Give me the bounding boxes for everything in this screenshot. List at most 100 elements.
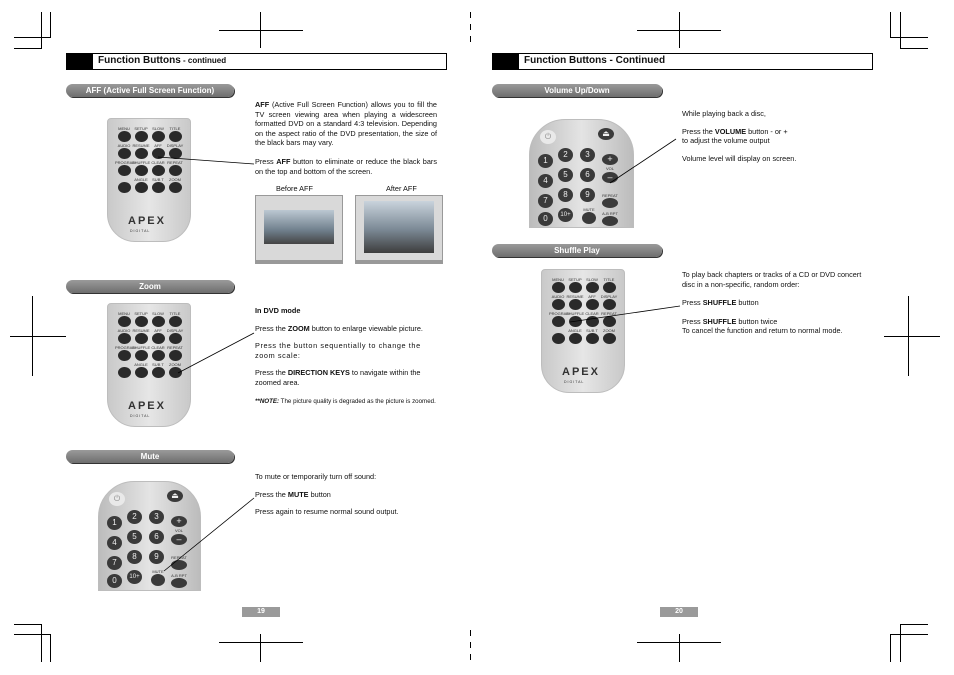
tv-before-aff-image [255, 195, 343, 264]
remote-button-label: ANGLE [568, 328, 582, 333]
remote-number-button: 4 [538, 174, 553, 188]
mute-button [151, 574, 165, 586]
remote-button-label: ZOOM [169, 177, 181, 182]
remote-number-button: 3 [580, 148, 595, 162]
remote-button [152, 165, 165, 176]
remote-button [569, 282, 582, 293]
remote-number-button: 6 [149, 530, 164, 544]
mute-pointer-line [163, 497, 255, 572]
mute-label: MUTE [152, 569, 164, 574]
repeat-label: REPEAT [171, 555, 187, 560]
eject-button-icon: ⏏ [167, 490, 183, 502]
remote-button [152, 131, 165, 142]
header-block [67, 54, 93, 69]
remote-button-label: PROGRAM [115, 345, 136, 350]
remote-button [135, 316, 148, 327]
remote-button-label: RESUME [566, 294, 584, 299]
remote-button [118, 316, 131, 327]
remote-number-button: 10+ [127, 570, 142, 584]
remote-button [135, 165, 148, 176]
remote-button-label: SUB T [152, 177, 164, 182]
ab-rpt-label: A-B RPT [171, 573, 187, 578]
header-title: Function Buttons - Continued [524, 55, 666, 66]
remote-button [169, 131, 182, 142]
apex-logo: APEX [128, 400, 166, 412]
remote-button [135, 333, 148, 344]
power-button-icon: ⏻ [109, 492, 125, 506]
remote-button [135, 182, 148, 193]
remote-button [152, 316, 165, 327]
remote-button-label: TITLE [169, 126, 181, 131]
remote-button-label: SUB T [586, 328, 598, 333]
remote-button-label: SHUFFLE [132, 160, 151, 165]
left-page-header: Function Buttons - continued [66, 53, 447, 70]
apex-logo-subtext: DIGITAL [130, 414, 151, 418]
volume-up-button-icon: + [171, 516, 187, 527]
remote-button [169, 333, 182, 344]
ab-rpt-button [171, 578, 187, 588]
eject-button-icon: ⏏ [598, 128, 614, 140]
mute-button [582, 212, 596, 224]
remote-button-label: ANGLE [134, 362, 148, 367]
remote-button [603, 333, 616, 344]
remote-button [586, 316, 599, 327]
vol-label: VOL [174, 528, 183, 533]
before-aff-label: Before AFF [276, 184, 313, 193]
remote-button [152, 148, 165, 159]
remote-button-label: MENU [118, 311, 130, 316]
remote-button [169, 182, 182, 193]
remote-number-button: 9 [149, 550, 164, 564]
remote-button-label: TITLE [169, 311, 181, 316]
ab-rpt-button [602, 216, 618, 226]
remote-button-label: TITLE [603, 277, 615, 282]
remote-button [118, 131, 131, 142]
remote-button [569, 299, 582, 310]
remote-button-label: RESUME [132, 328, 150, 333]
apex-logo: APEX [562, 366, 600, 378]
remote-button-label: AUDIO [117, 143, 131, 148]
remote-button [586, 299, 599, 310]
remote-button [603, 316, 616, 327]
remote-number-button: 6 [580, 168, 595, 182]
remote-button-label: SETUP [134, 126, 148, 131]
remote-button [152, 182, 165, 193]
remote-button [118, 165, 131, 176]
remote-button-label: PROGRAM [549, 311, 570, 316]
apex-logo-subtext: DIGITAL [564, 380, 585, 384]
remote-button [603, 282, 616, 293]
remote-number-button: 2 [558, 148, 573, 162]
power-button-icon: ⏻ [540, 130, 556, 144]
remote-button [552, 316, 565, 327]
apex-logo-subtext: DIGITAL [130, 229, 151, 233]
remote-button [118, 367, 131, 378]
remote-button-label: SHUFFLE [132, 345, 151, 350]
volume-pointer-line [609, 138, 677, 184]
remote-number-button: 5 [127, 530, 142, 544]
remote-button-label: SETUP [568, 277, 582, 282]
remote-number-button: 9 [580, 188, 595, 202]
ab-rpt-label: A-B RPT [602, 211, 618, 216]
remote-button [135, 367, 148, 378]
remote-button-label: SUB T [152, 362, 164, 367]
shuffle-pointer-line [569, 305, 681, 323]
remote-button-label: MENU [118, 126, 130, 131]
aff-pointer-line [157, 156, 255, 165]
page-number-right: 20 [660, 607, 698, 617]
remote-button-label: REPEAT [167, 345, 183, 350]
remote-button-label: CLEAR [585, 311, 599, 316]
remote-button [603, 299, 616, 310]
remote-button-label: DISPLAY [600, 294, 618, 299]
remote-button-label: ZOOM [603, 328, 615, 333]
remote-button [135, 148, 148, 159]
remote-button-label: SLOW [152, 311, 164, 316]
remote-button [552, 333, 565, 344]
shuffle-description: To play back chapters or tracks of a CD … [682, 270, 862, 336]
remote-number-button: 0 [107, 574, 122, 588]
remote-button [586, 282, 599, 293]
volume-down-button-icon: – [171, 534, 187, 545]
remote-button [118, 350, 131, 361]
remote-button-label: PROGRAM [115, 160, 136, 165]
remote-button [169, 350, 182, 361]
